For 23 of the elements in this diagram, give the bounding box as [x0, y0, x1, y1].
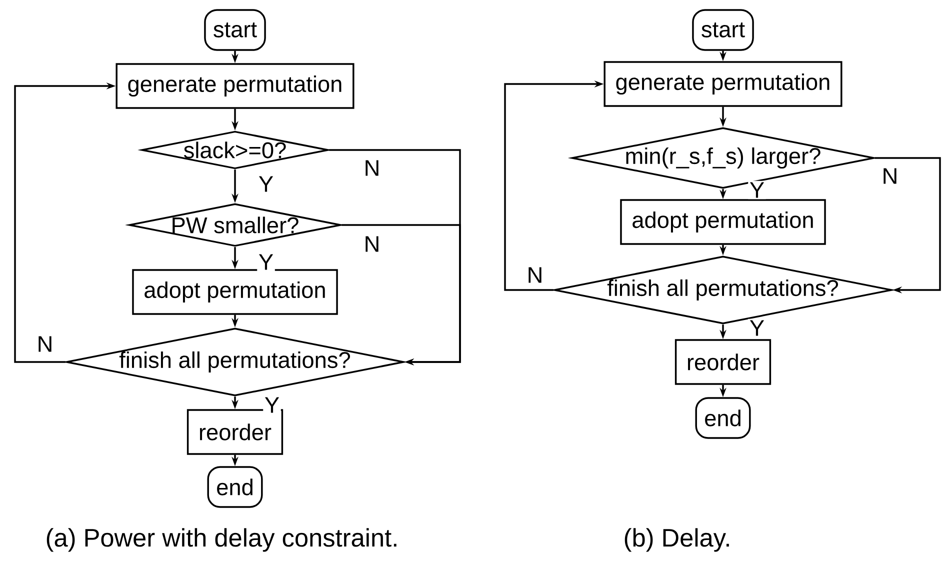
edge-label: N [526, 266, 545, 284]
caption-text: (a) Power with delay constraint. [46, 528, 396, 552]
caption-text: (b) Delay. [624, 528, 729, 552]
arrow [874, 157, 941, 294]
terminal-box: end [207, 466, 263, 508]
edge-label: Y [748, 318, 766, 338]
process-box: generate permutation [116, 63, 354, 109]
edge-label: N [36, 334, 55, 354]
terminal-box: start [692, 9, 754, 51]
process-box: adopt permutation [132, 269, 338, 315]
edge-label: N [362, 158, 382, 178]
edge-label: N [880, 166, 900, 186]
edge-label: Y [263, 396, 281, 414]
terminal-box: start [204, 9, 266, 51]
edge-label: Y [257, 252, 275, 272]
edge-label: Y [748, 180, 766, 200]
edge-label: N [362, 234, 382, 254]
arrow [342, 224, 461, 366]
process-box: generate permutation [604, 61, 842, 107]
edge-label: Y [257, 174, 275, 194]
terminal-box: end [695, 397, 751, 439]
process-box: adopt permutation [620, 199, 826, 245]
process-box: reorder [674, 339, 772, 385]
